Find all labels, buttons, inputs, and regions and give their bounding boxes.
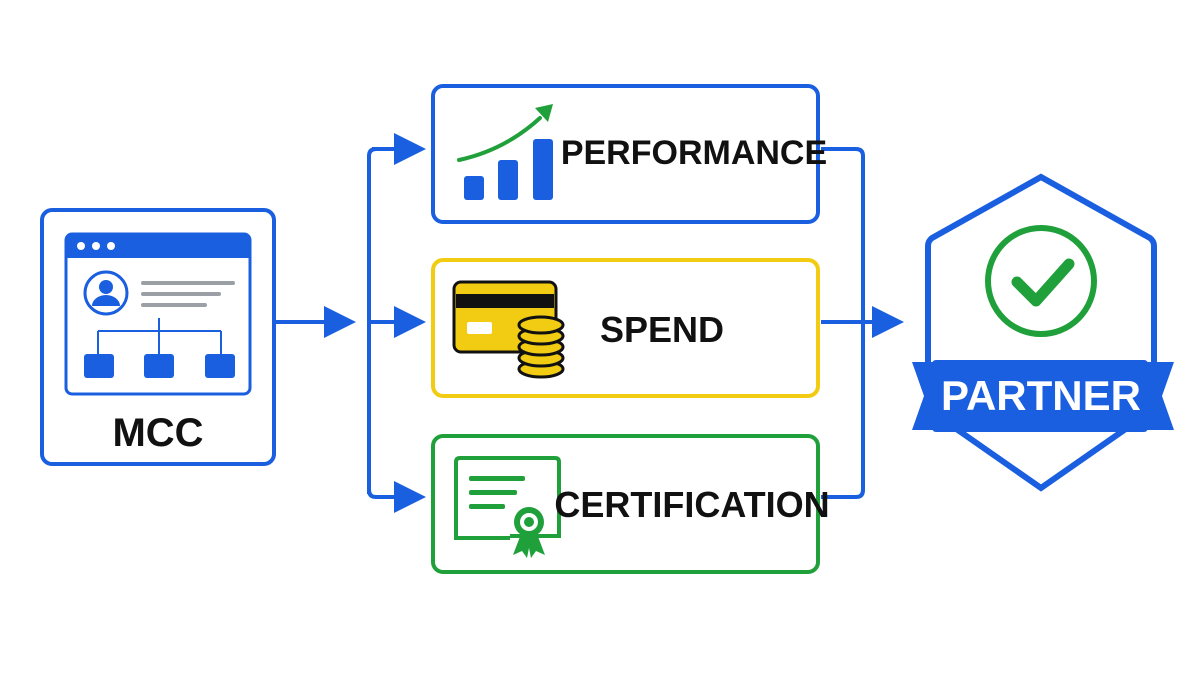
- partner-badge: PARTNER: [912, 173, 1174, 492]
- certificate-icon: [454, 456, 561, 558]
- performance-node: PERFORMANCE: [431, 84, 827, 224]
- performance-label: PERFORMANCE: [561, 134, 827, 172]
- account-window-icon: [64, 232, 252, 396]
- mcc-label: MCC: [112, 411, 203, 455]
- growth-chart-icon: [457, 104, 553, 200]
- spend-label: SPEND: [600, 309, 724, 350]
- partner-ribbon: [912, 360, 1174, 432]
- partner-label: PARTNER: [941, 372, 1141, 419]
- credit-card-coins-icon: [452, 280, 565, 379]
- user-avatar-icon: [83, 270, 129, 316]
- arrow-to-certification: [367, 481, 426, 513]
- mcc-node: MCC: [40, 208, 276, 466]
- certification-label: CERTIFICATION: [554, 484, 829, 525]
- performance-box: [431, 84, 820, 224]
- checkmark-circle-icon: [985, 225, 1097, 337]
- spend-node: SPEND: [431, 258, 820, 398]
- certification-node: CERTIFICATION: [431, 434, 830, 574]
- connectors: [276, 133, 904, 513]
- hierarchy-icon: [97, 318, 222, 354]
